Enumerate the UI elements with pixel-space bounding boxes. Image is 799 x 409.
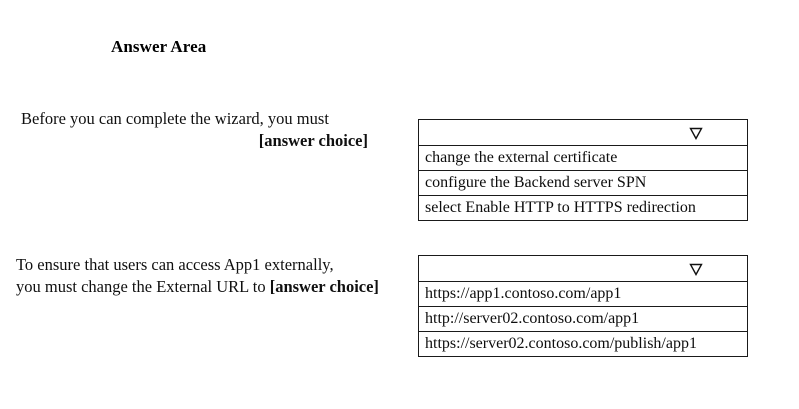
question-2-prompt: To ensure that users can access App1 ext… xyxy=(16,254,411,298)
question-1-dropdown-option[interactable]: configure the Backend server SPN xyxy=(419,171,747,196)
question-1-prompt: Before you can complete the wizard, you … xyxy=(21,108,368,152)
question-1-dropdown-option-label: configure the Backend server SPN xyxy=(425,174,647,191)
page-title: Answer Area xyxy=(111,37,207,56)
triangle-down-icon[interactable] xyxy=(689,262,703,276)
question-2-answer-choice-placeholder: [answer choice] xyxy=(269,277,379,296)
question-2-prompt-line-2: you must change the External URL to [ans… xyxy=(16,276,411,298)
question-1-dropdown-option-label: change the external certificate xyxy=(425,149,618,166)
question-2-dropdown[interactable]: https://app1.contoso.com/app1 http://ser… xyxy=(418,255,748,357)
question-2-dropdown-option[interactable]: http://server02.contoso.com/app1 xyxy=(419,307,747,332)
question-2-dropdown-selector[interactable] xyxy=(419,256,747,282)
question-2-prompt-line-2-prefix: you must change the External URL to xyxy=(16,277,270,296)
question-2-dropdown-option[interactable]: https://server02.contoso.com/publish/app… xyxy=(419,332,747,357)
question-2-dropdown-option-label: https://app1.contoso.com/app1 xyxy=(425,285,622,302)
question-2-prompt-line-1: To ensure that users can access App1 ext… xyxy=(16,255,334,274)
question-2-dropdown-option[interactable]: https://app1.contoso.com/app1 xyxy=(419,282,747,307)
question-1-dropdown[interactable]: change the external certificate configur… xyxy=(418,119,748,221)
question-1-dropdown-selector[interactable] xyxy=(419,120,747,146)
question-1-dropdown-option-label: select Enable HTTP to HTTPS redirection xyxy=(425,199,696,216)
question-2-dropdown-option-label: http://server02.contoso.com/app1 xyxy=(425,310,640,327)
question-1-prompt-line-2: [answer choice] xyxy=(21,130,368,152)
question-1-dropdown-option[interactable]: change the external certificate xyxy=(419,146,747,171)
question-1-answer-choice-placeholder: [answer choice] xyxy=(258,131,368,150)
question-1-dropdown-option[interactable]: select Enable HTTP to HTTPS redirection xyxy=(419,196,747,221)
triangle-down-icon[interactable] xyxy=(689,126,703,140)
question-1-prompt-line-1: Before you can complete the wizard, you … xyxy=(21,109,329,128)
question-2-dropdown-option-label: https://server02.contoso.com/publish/app… xyxy=(425,335,697,352)
